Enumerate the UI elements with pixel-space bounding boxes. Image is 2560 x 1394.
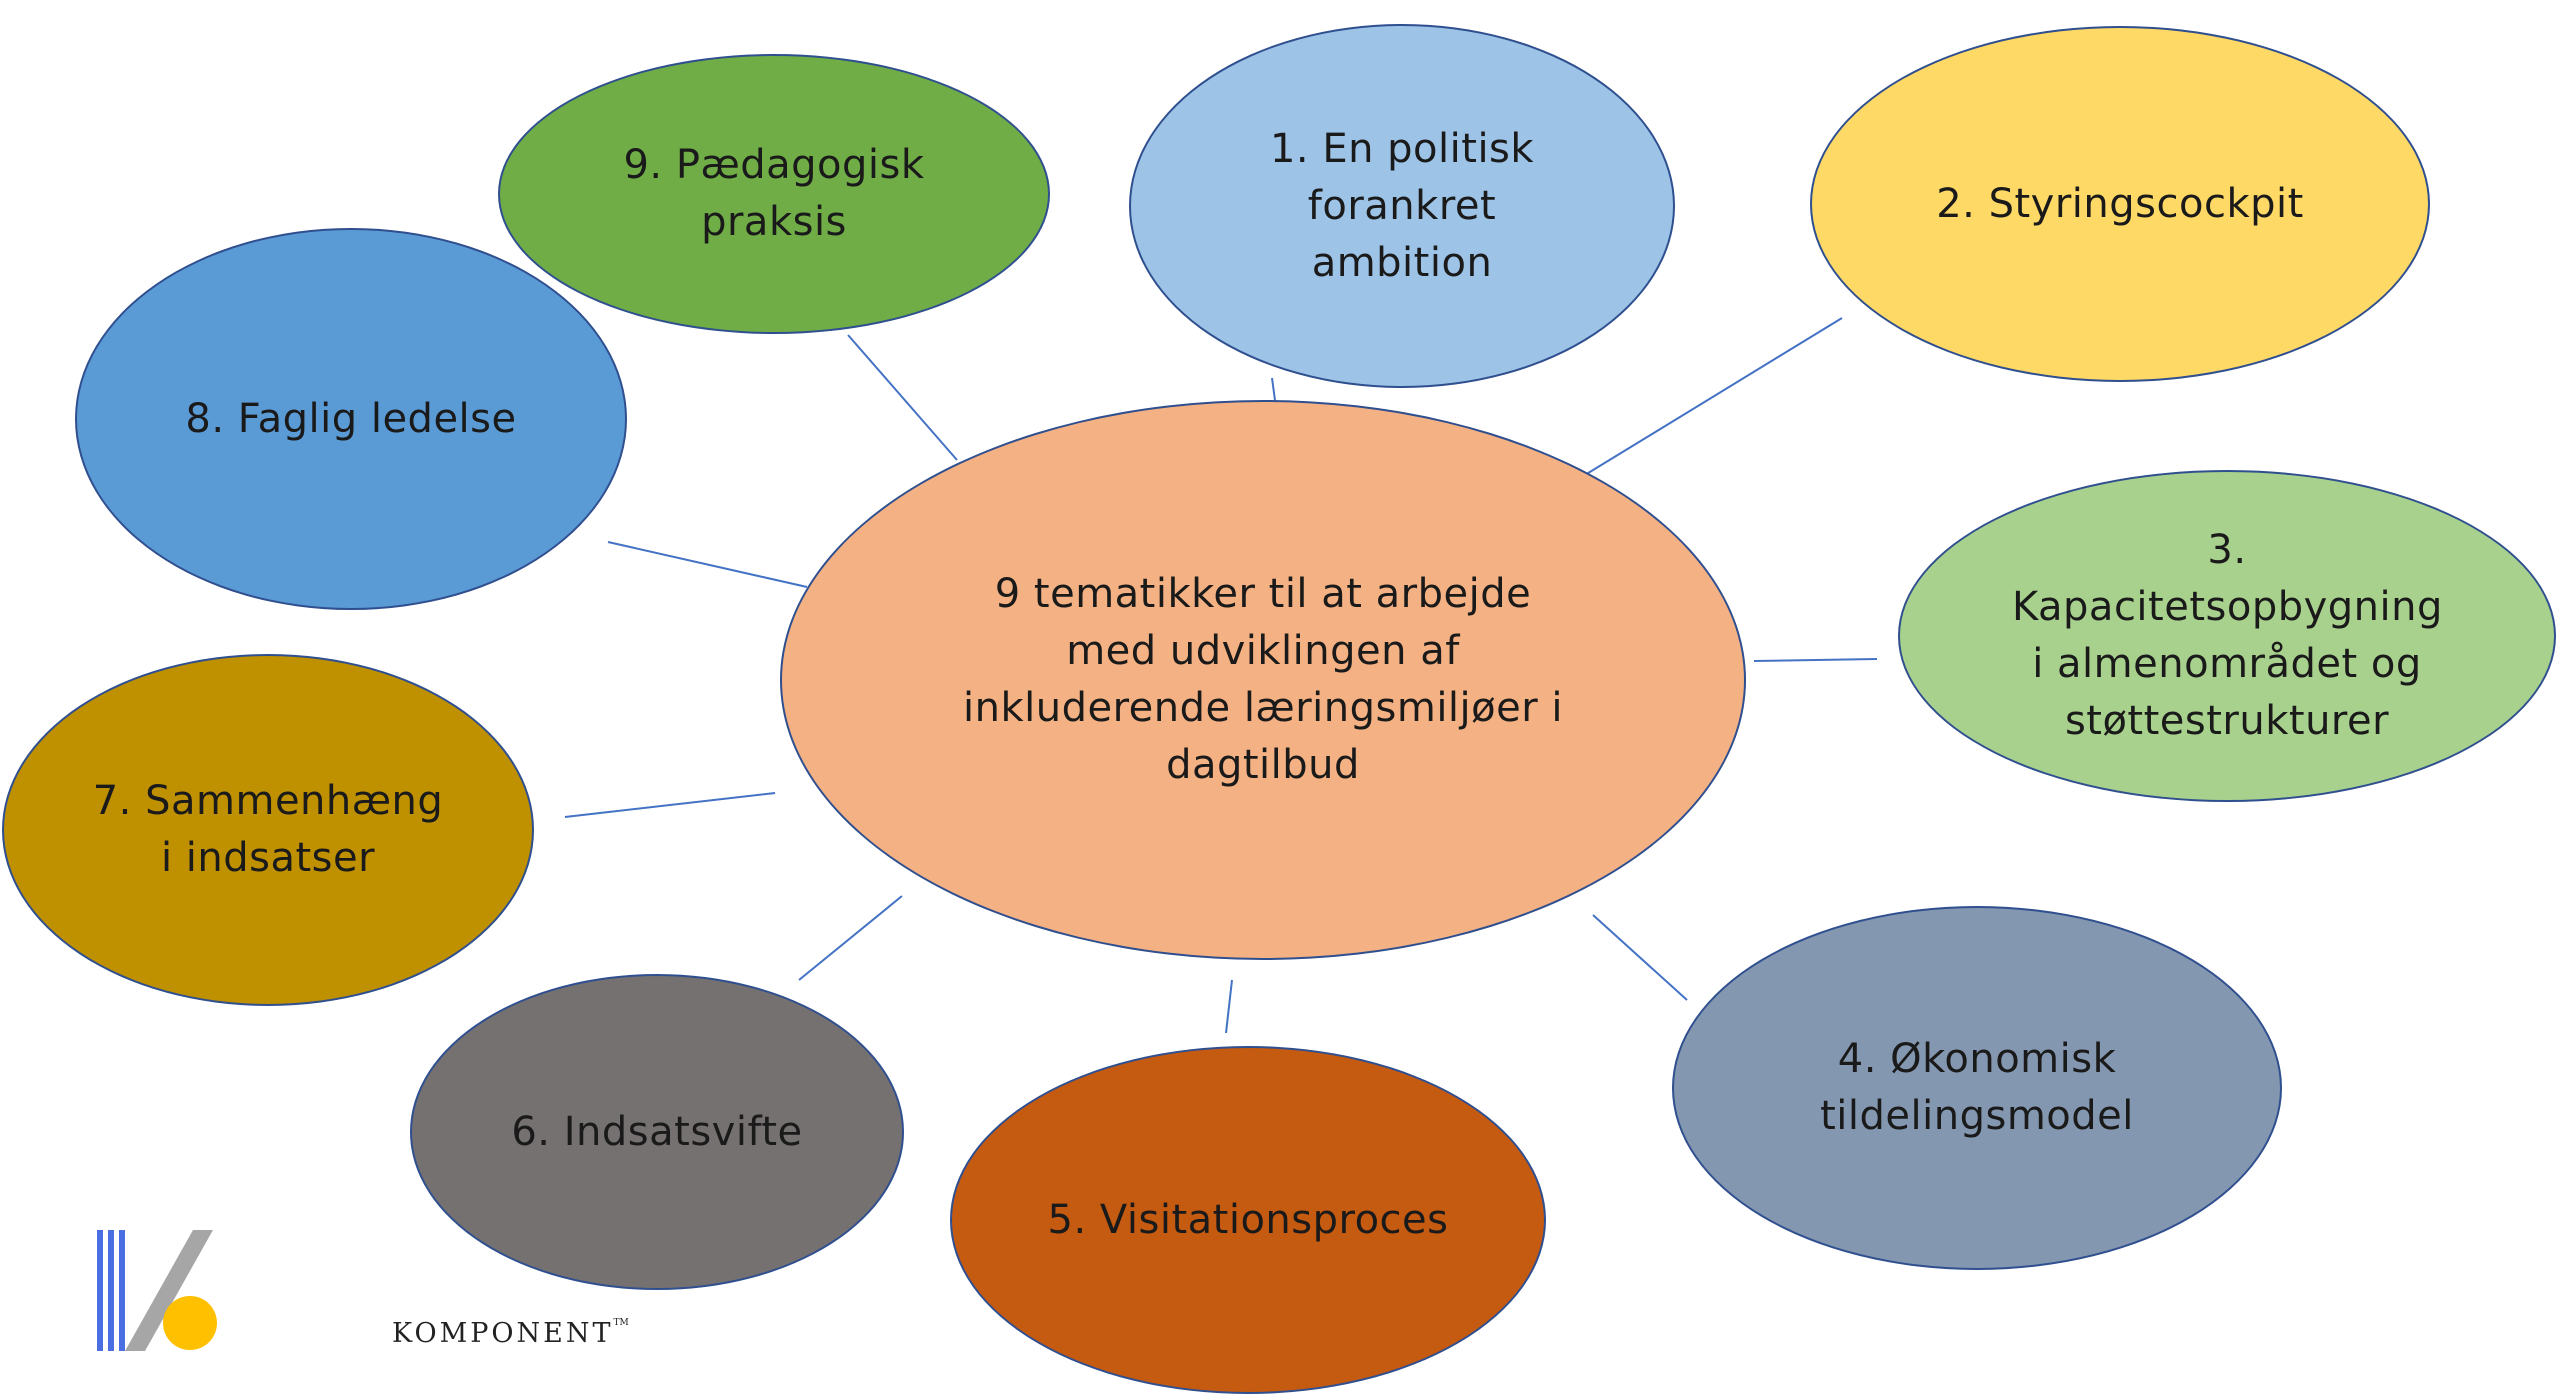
theme-node-9-text: Pædagogisk praksis xyxy=(675,142,925,245)
theme-node-2-label: 2. Styringscockpit xyxy=(1936,176,2304,233)
theme-node-1: 1. En politisk forankret ambition xyxy=(1129,24,1675,388)
connector-8 xyxy=(607,541,808,588)
theme-node-4-text: Økonomisk tildelingsmodel xyxy=(1820,1036,2134,1139)
theme-node-5-number: 5. xyxy=(1047,1196,1087,1243)
theme-node-2: 2. Styringscockpit xyxy=(1810,26,2430,382)
connector-2 xyxy=(1579,317,1843,479)
brand-wordmark: KOMPONENTTM xyxy=(392,1318,629,1349)
connector-5 xyxy=(1225,979,1233,1034)
central-theme-node: 9 tematikker til at arbejde med udviklin… xyxy=(780,400,1746,960)
theme-node-7: 7. Sammenhæng i indsatser xyxy=(2,654,534,1006)
komponent-logo-icon xyxy=(97,1230,217,1351)
theme-node-5-label: 5. Visitationsproces xyxy=(1048,1192,1449,1249)
theme-node-5: 5. Visitationsproces xyxy=(950,1046,1546,1394)
connector-7 xyxy=(564,792,776,818)
connector-9 xyxy=(847,334,958,461)
connector-6 xyxy=(798,895,903,981)
central-theme-label: 9 tematikker til at arbejde med udviklin… xyxy=(962,571,1564,788)
theme-node-3-label: 3. Kapacitetsopbygning i almenområdet og… xyxy=(2012,522,2442,750)
theme-node-1-text: En politisk forankret ambition xyxy=(1307,125,1535,286)
theme-node-3-number: 3. xyxy=(2207,527,2247,573)
theme-node-7-number: 7. xyxy=(92,778,132,824)
theme-node-4-label: 4. Økonomisk tildelingsmodel xyxy=(1807,1031,2147,1145)
theme-node-2-text: Styringscockpit xyxy=(1988,180,2304,227)
theme-node-7-text: Sammenhæng i indsatser xyxy=(145,778,444,881)
theme-node-8-text: Faglig ledelse xyxy=(237,395,517,442)
theme-node-4-number: 4. xyxy=(1837,1036,1877,1082)
theme-node-6-number: 6. xyxy=(511,1108,551,1155)
theme-node-6-label: 6. Indsatsvifte xyxy=(511,1104,802,1161)
connector-3 xyxy=(1753,658,1878,662)
theme-node-8: 8. Faglig ledelse xyxy=(75,228,627,610)
theme-node-8-label: 8. Faglig ledelse xyxy=(185,391,516,448)
theme-node-6: 6. Indsatsvifte xyxy=(410,974,904,1290)
brand-trademark: TM xyxy=(613,1318,629,1328)
theme-node-8-number: 8. xyxy=(185,395,225,442)
theme-node-9-label: 9. Pædagogisk praksis xyxy=(604,137,944,251)
theme-node-3: 3. Kapacitetsopbygning i almenområdet og… xyxy=(1898,470,2556,802)
theme-node-9: 9. Pædagogisk praksis xyxy=(498,54,1050,334)
theme-node-6-text: Indsatsvifte xyxy=(563,1108,803,1155)
theme-node-1-label: 1. En politisk forankret ambition xyxy=(1252,121,1552,292)
connector-4 xyxy=(1592,914,1688,1001)
brand-name-text: KOMPONENT xyxy=(392,1318,614,1349)
theme-node-3-text: Kapacitetsopbygning i almenområdet og st… xyxy=(2012,584,2443,744)
theme-node-5-text: Visitationsproces xyxy=(1099,1196,1449,1243)
theme-node-2-number: 2. xyxy=(1936,180,1976,227)
theme-node-1-number: 1. xyxy=(1269,125,1310,172)
theme-node-9-number: 9. xyxy=(623,142,663,188)
theme-node-7-label: 7. Sammenhæng i indsatser xyxy=(88,773,448,887)
theme-node-4: 4. Økonomisk tildelingsmodel xyxy=(1672,906,2282,1270)
